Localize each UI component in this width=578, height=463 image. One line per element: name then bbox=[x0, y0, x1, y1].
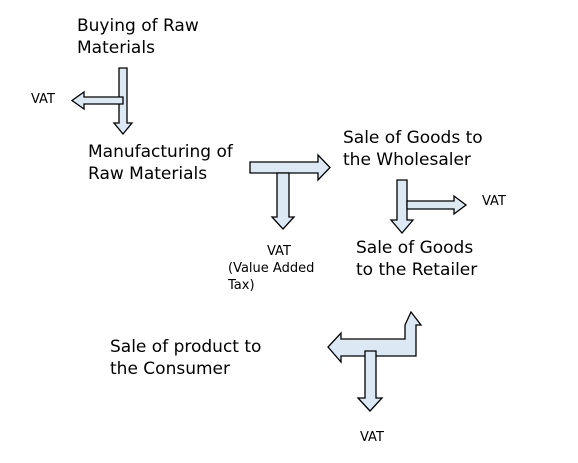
stage-wholesaler-line1: Sale of Goods to bbox=[343, 128, 483, 148]
arrow-manufacturing-to-wholesaler bbox=[249, 153, 331, 182]
vat-label-consumer: VAT bbox=[360, 430, 384, 445]
stage-retailer-line2: to the Retailer bbox=[356, 260, 478, 280]
arrow-retailer-to-consumer bbox=[327, 310, 423, 364]
stage-sale-to-retailer: Sale of Goods to the Retailer bbox=[356, 237, 477, 281]
vat-note-line1: (Value Added bbox=[228, 261, 315, 276]
vat-label-manufacturing: VAT (Value Added Tax) bbox=[228, 243, 314, 294]
vat-label-manufacturing-title: VAT bbox=[267, 244, 291, 259]
stage-sale-to-wholesaler: Sale of Goods to the Wholesaler bbox=[343, 127, 483, 171]
stage-wholesaler-line2: the Wholesaler bbox=[343, 150, 471, 170]
stage-manufacturing-line1: Manufacturing of bbox=[88, 142, 233, 162]
stage-buying-line1: Buying of Raw bbox=[77, 16, 199, 36]
vat-note-line2: Tax) bbox=[228, 278, 255, 293]
stage-sale-to-consumer: Sale of product to the Consumer bbox=[110, 336, 261, 380]
arrow-manufacturing-to-vat bbox=[270, 172, 296, 230]
vat-label-wholesaler: VAT bbox=[482, 194, 506, 209]
stage-buying-raw-materials: Buying of Raw Materials bbox=[77, 15, 199, 59]
stage-manufacturing: Manufacturing of Raw Materials bbox=[88, 141, 233, 185]
vat-label-buying: VAT bbox=[31, 92, 55, 107]
stage-consumer-line2: the Consumer bbox=[110, 359, 230, 379]
arrow-wholesaler-to-vat bbox=[406, 194, 468, 216]
stage-manufacturing-line2: Raw Materials bbox=[88, 164, 208, 184]
arrow-consumer-to-vat bbox=[356, 350, 384, 412]
stage-consumer-line1: Sale of product to bbox=[110, 337, 262, 357]
arrow-buying-to-vat bbox=[70, 90, 124, 111]
arrow-wholesaler-to-retailer bbox=[389, 179, 415, 235]
stage-buying-line2: Materials bbox=[77, 38, 155, 58]
stage-retailer-line1: Sale of Goods bbox=[356, 238, 474, 258]
